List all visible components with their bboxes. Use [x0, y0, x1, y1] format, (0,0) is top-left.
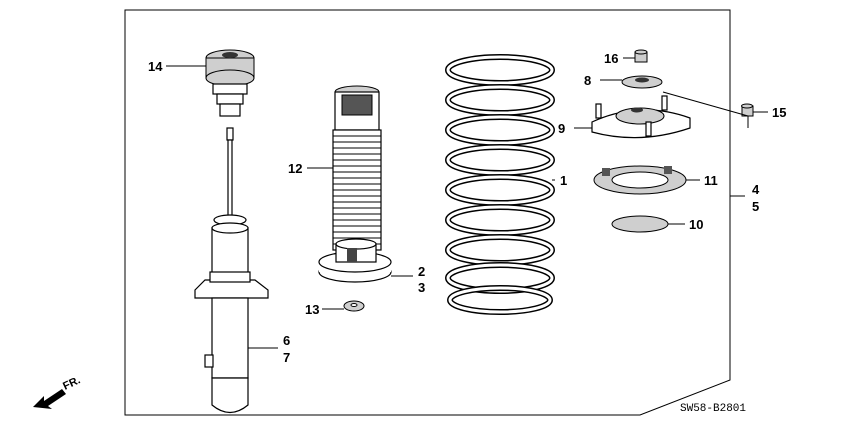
diagram-frame: [124, 9, 731, 416]
callout-6: 6: [283, 333, 290, 348]
callout-12: 12: [288, 161, 302, 176]
diagram-code: SW58-B2801: [680, 403, 746, 415]
callout-7: 7: [283, 350, 290, 365]
shock-absorber-part: [194, 127, 269, 414]
coil-spring-part: [445, 28, 555, 315]
callout-10: 10: [689, 217, 703, 232]
callout-14: 14: [148, 59, 163, 74]
callout-1: 1: [560, 173, 567, 188]
callout-9: 9: [558, 121, 565, 136]
spring-rubber-seat-part: [593, 165, 687, 195]
nut-15-part: [741, 103, 754, 117]
callout-8: 8: [584, 73, 591, 88]
nut-16-part: [634, 49, 648, 63]
callout-3: 3: [418, 280, 425, 295]
callout-15: 15: [772, 105, 786, 120]
callout-5: 5: [752, 199, 759, 214]
callout-4: 4: [752, 182, 760, 197]
plate-10-part: [611, 215, 669, 233]
callout-11: 11: [704, 173, 718, 188]
washer-8-part: [621, 75, 663, 89]
bump-stop-part: [205, 49, 255, 117]
front-arrow-icon: [33, 389, 66, 409]
dust-boot-part: [332, 85, 382, 251]
callout-13: 13: [305, 302, 319, 317]
callout-2: 2: [418, 264, 425, 279]
upper-mount-part: [591, 95, 691, 139]
washer-part: [343, 300, 365, 312]
direction-label: FR.: [61, 374, 82, 392]
callout-16: 16: [604, 51, 618, 66]
spring-seat-part: [318, 238, 392, 283]
